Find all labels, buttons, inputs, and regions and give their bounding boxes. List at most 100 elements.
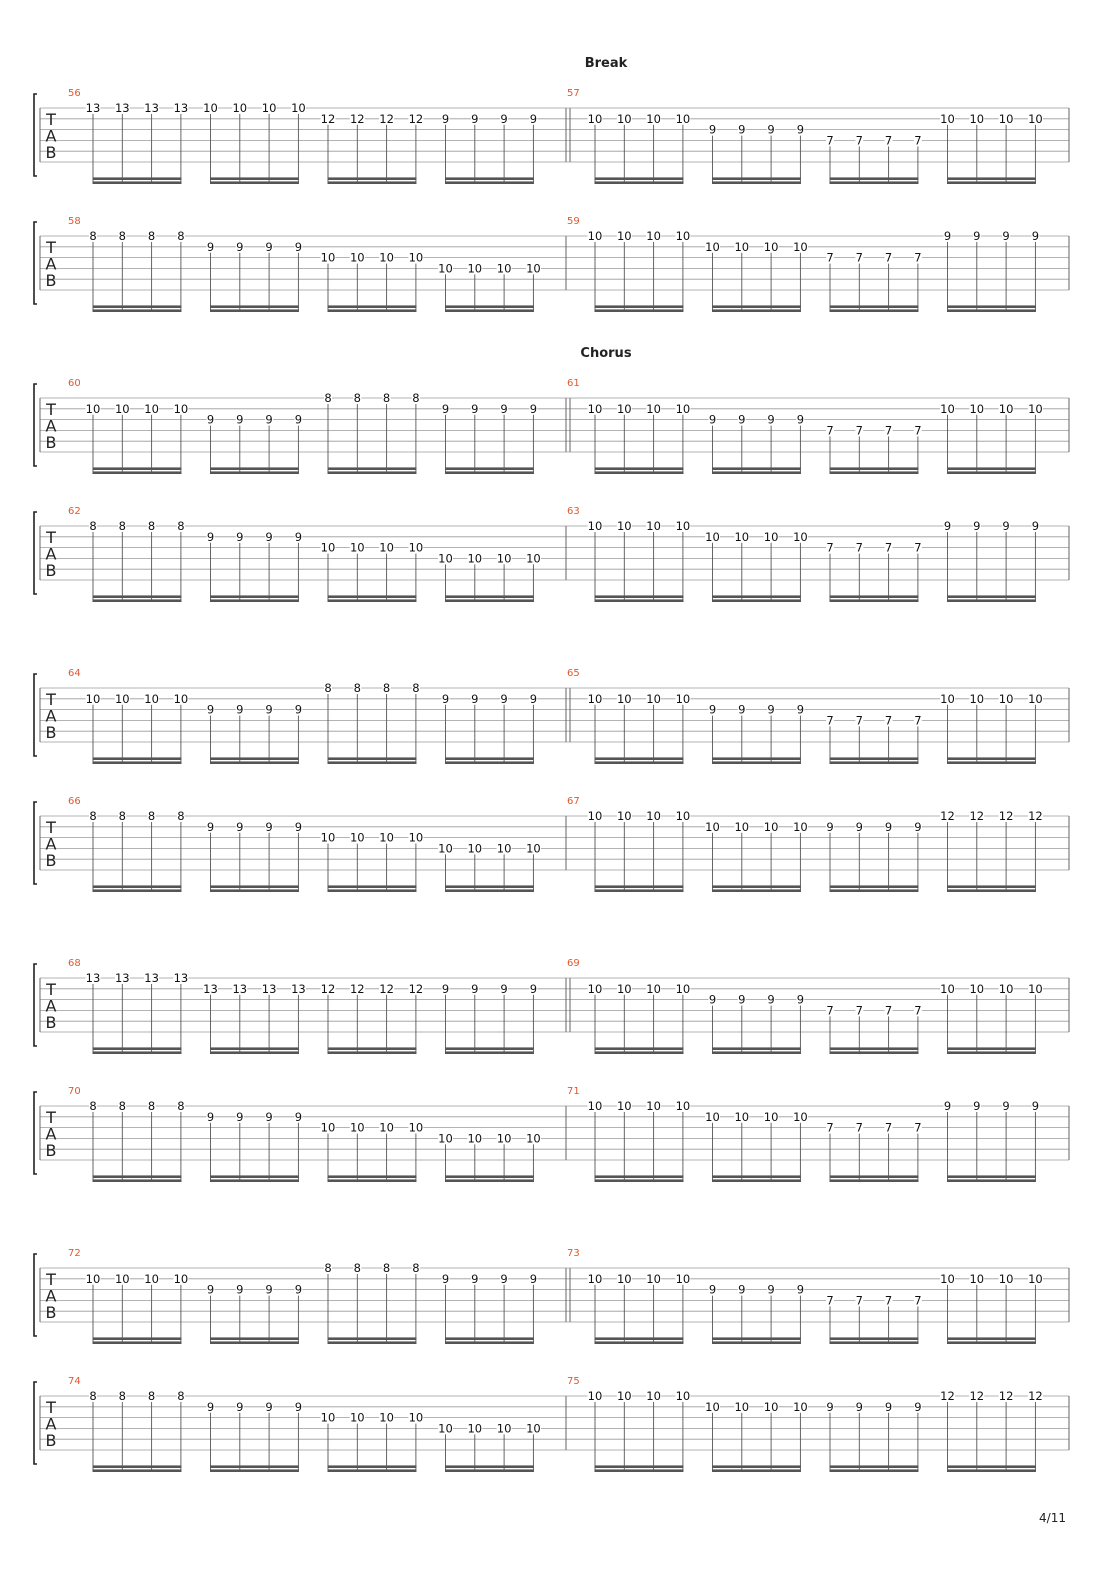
fret-number: 9: [471, 692, 478, 706]
fret-background: [147, 1390, 156, 1401]
measure-number: 74: [68, 1376, 81, 1387]
fret-number: 10: [497, 1131, 512, 1145]
fret-number: 7: [856, 1121, 863, 1135]
fret-number: 9: [471, 112, 478, 126]
fret-number: 9: [295, 1110, 302, 1124]
fret-number: 10: [379, 1121, 394, 1135]
tab-clef-letter: A: [46, 997, 57, 1016]
note-beam: [712, 181, 801, 184]
fret-background: [855, 820, 864, 832]
fret-number: 10: [86, 1272, 101, 1286]
fret-background: [1027, 112, 1043, 124]
fret-background: [792, 530, 808, 542]
fret-number: 8: [354, 391, 361, 405]
note-beam: [92, 1179, 182, 1182]
fret-number: 7: [914, 133, 921, 147]
fret-number: 10: [764, 1110, 779, 1124]
fret-number: 9: [709, 1283, 716, 1297]
system-bracket: [33, 1091, 37, 1175]
tab-clef-letter: A: [46, 127, 57, 146]
fret-background: [438, 552, 453, 564]
note-beam: [445, 595, 534, 598]
note-beam: [712, 1465, 801, 1468]
fret-number: 12: [409, 982, 424, 996]
fret-background: [496, 1132, 512, 1144]
fret-background: [235, 413, 244, 425]
tab-clef-letter: B: [46, 1013, 57, 1032]
note-beam: [327, 599, 417, 602]
fret-background: [529, 402, 538, 414]
fret-background: [173, 402, 189, 414]
fret-background: [470, 982, 479, 994]
fret-background: [998, 810, 1014, 821]
fret-number: 10: [588, 112, 603, 126]
fret-number: 10: [617, 519, 632, 533]
note-beam: [210, 1465, 299, 1468]
fret-background: [969, 692, 985, 704]
fret-number: 9: [265, 1110, 272, 1124]
fret-background: [1002, 230, 1011, 241]
tab-clef-letter: B: [46, 433, 57, 452]
fret-background: [646, 1100, 662, 1111]
fret-number: 7: [914, 541, 921, 555]
fret-background: [525, 262, 541, 274]
note-beam: [92, 177, 182, 180]
fret-background: [408, 251, 424, 263]
note-beam: [594, 309, 684, 312]
fret-number: 9: [709, 123, 716, 137]
fret-number: 10: [676, 112, 691, 126]
system-bracket: [33, 673, 37, 757]
fret-background: [884, 1121, 893, 1133]
fret-background: [1031, 520, 1040, 531]
fret-number: 8: [148, 1099, 155, 1113]
fret-number: 10: [379, 541, 394, 555]
fret-background: [320, 982, 336, 994]
fret-background: [705, 240, 720, 252]
note-beam: [594, 1047, 684, 1050]
fret-number: 10: [497, 1421, 512, 1435]
fret-number: 7: [885, 713, 892, 727]
fret-background: [320, 541, 336, 553]
fret-number: 8: [412, 391, 419, 405]
note-beam: [210, 599, 299, 602]
fret-number: 9: [236, 820, 243, 834]
fret-background: [206, 1283, 215, 1295]
fret-number: 10: [705, 1400, 720, 1414]
fret-number: 10: [940, 692, 955, 706]
tab-clef-letter: A: [46, 1415, 57, 1434]
fret-background: [525, 842, 541, 854]
tab-clef-letter: A: [46, 1287, 57, 1306]
fret-background: [763, 1400, 779, 1412]
note-beam: [947, 761, 1036, 764]
fret-number: 9: [207, 1400, 214, 1414]
fret-number: 8: [383, 1261, 390, 1275]
note-beam: [210, 885, 299, 888]
fret-background: [763, 820, 779, 832]
fret-background: [382, 1262, 391, 1273]
fret-number: 8: [148, 809, 155, 823]
note-beam: [712, 471, 801, 474]
note-beam: [92, 181, 182, 184]
fret-number: 13: [86, 971, 101, 985]
fret-number: 10: [793, 820, 808, 834]
fret-number: 10: [291, 101, 306, 115]
fret-background: [467, 842, 483, 854]
fret-background: [379, 541, 395, 553]
fret-number: 10: [350, 1121, 365, 1135]
tab-clef-letter: T: [45, 528, 56, 547]
fret-number: 10: [438, 1421, 453, 1435]
fret-background: [675, 402, 691, 414]
fret-background: [972, 230, 981, 241]
note-beam: [712, 1051, 801, 1054]
fret-background: [265, 1110, 274, 1122]
fret-background: [529, 112, 538, 124]
fret-number: 9: [797, 703, 804, 717]
fret-number: 12: [350, 112, 365, 126]
fret-background: [969, 1272, 985, 1284]
fret-number: 9: [500, 1272, 507, 1286]
fret-number: 7: [826, 423, 833, 437]
fret-background: [969, 402, 985, 414]
